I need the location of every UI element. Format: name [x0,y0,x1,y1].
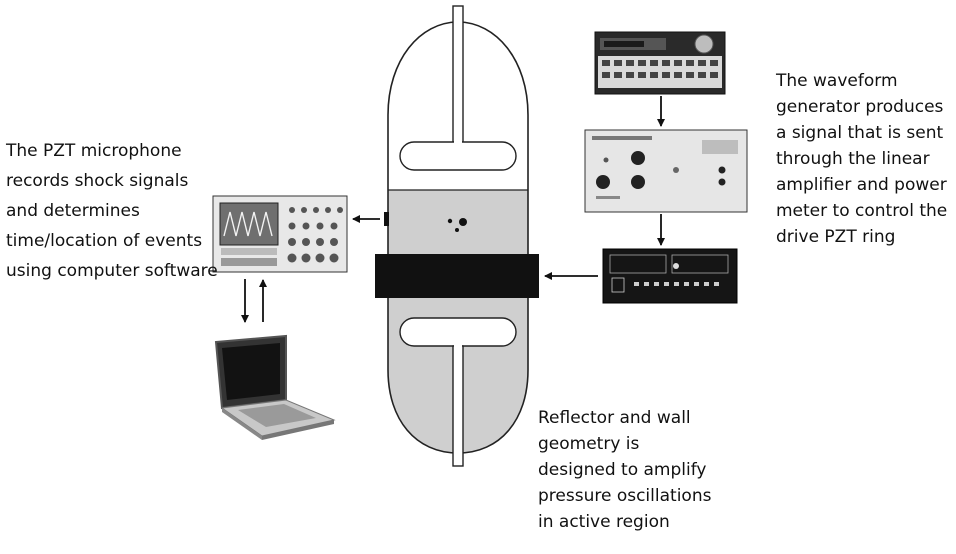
laptop [214,334,336,440]
caption-line: amplifier and power [776,175,947,195]
caption-line: The waveform [776,71,898,91]
caption-line: and determines [6,201,140,221]
oscilloscope [212,195,348,273]
caption-line: through the linear [776,149,930,169]
vessel-outline [387,21,529,454]
caption-line: using computer software [6,261,218,281]
caption-line: a signal that is sent [776,123,944,143]
top-reflector [399,141,517,171]
caption-line: generator produces [776,97,944,117]
caption-line: geometry is [538,434,640,454]
caption-line: in active region [538,512,670,532]
waveform-caption: The waveform generator produces a signal… [776,68,947,250]
waveform-generator [594,31,726,95]
reflector-caption: Reflector and wall geometry is designed … [538,405,711,535]
caption-line: records shock signals [6,171,189,191]
bottom-reflector [399,317,517,347]
scope-waveform [223,211,273,237]
bottom-rod [452,345,464,467]
pzt-microphone [384,212,389,226]
cavitation-events [447,218,467,232]
caption-line: pressure oscillations [538,486,712,506]
caption-line: designed to amplify [538,460,707,480]
signal-arrows [241,96,665,323]
resonator-vessel [375,5,539,467]
caption-line: meter to control the [776,201,948,221]
microphone-caption: The PZT microphone records shock signals… [6,136,218,286]
power-meter [602,248,738,304]
caption-line: time/location of events [6,231,203,251]
top-rod [452,5,464,143]
linear-amplifier [584,129,748,213]
caption-line: The PZT microphone [6,141,182,161]
caption-line: drive PZT ring [776,227,896,247]
drive-pzt-ring [375,254,539,298]
caption-line: Reflector and wall [538,408,691,428]
